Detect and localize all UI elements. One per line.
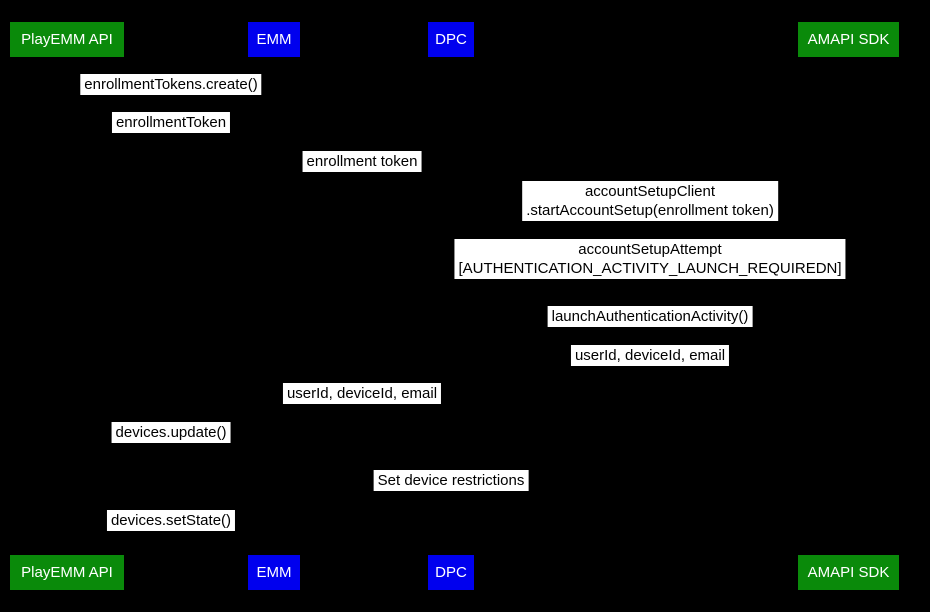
message-start-account-setup: accountSetupClient .startAccountSetup(en…	[522, 181, 778, 221]
message-enrollmenttokens-create: enrollmentTokens.create()	[80, 74, 262, 95]
message-devices-update: devices.update()	[111, 422, 231, 443]
message-account-setup-attempt: accountSetupAttempt [AUTHENTICATION_ACTI…	[454, 239, 846, 279]
actor-playemm-api-bottom: PlayEMM API	[10, 555, 124, 590]
message-enrollmenttoken: enrollmentToken	[111, 112, 231, 133]
message-set-device-restrictions: Set device restrictions	[373, 470, 529, 491]
actor-playemm-api-top: PlayEMM API	[10, 22, 124, 57]
message-devices-setstate: devices.setState()	[106, 510, 236, 531]
message-userid-deviceid-email-left: userId, deviceId, email	[282, 383, 442, 404]
actor-amapi-sdk-bottom: AMAPI SDK	[798, 555, 899, 590]
message-enrollment-token: enrollment token	[302, 151, 422, 172]
actor-emm-top: EMM	[248, 22, 300, 57]
actor-emm-bottom: EMM	[248, 555, 300, 590]
actor-amapi-sdk-top: AMAPI SDK	[798, 22, 899, 57]
actor-dpc-bottom: DPC	[428, 555, 474, 590]
message-userid-deviceid-email-right: userId, deviceId, email	[570, 345, 730, 366]
message-launch-authentication-activity: launchAuthenticationActivity()	[547, 306, 753, 327]
actor-dpc-top: DPC	[428, 22, 474, 57]
